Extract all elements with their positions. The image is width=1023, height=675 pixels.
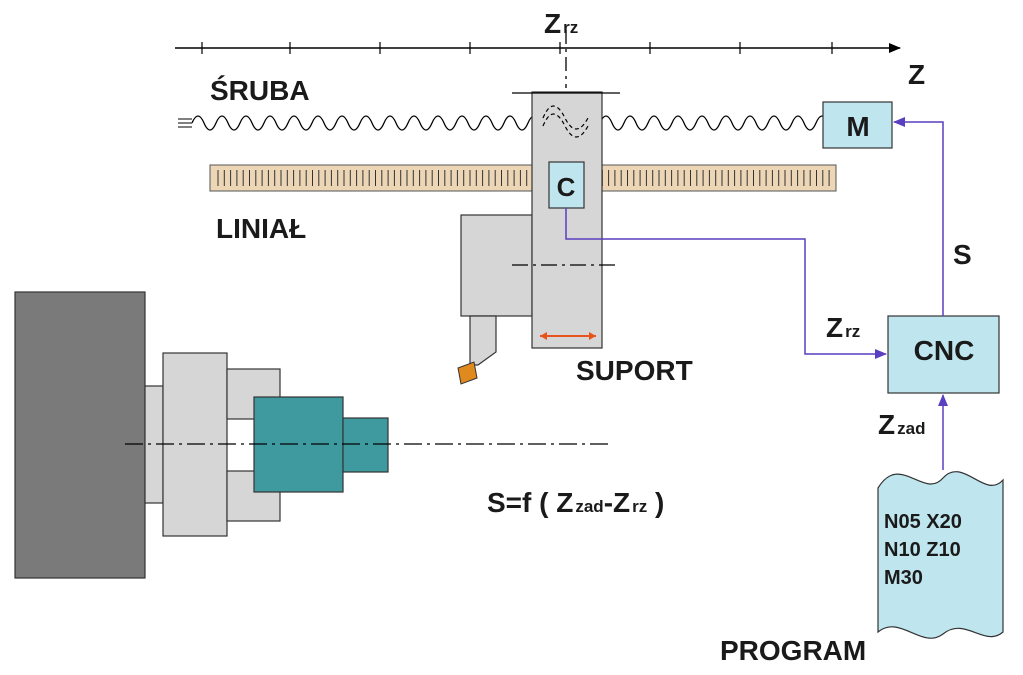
- cnc-label: CNC: [914, 335, 975, 366]
- carriage-label: SUPORT: [576, 355, 693, 386]
- program-line-2: N10 Z10: [884, 539, 961, 561]
- control-line-s: [893, 117, 944, 316]
- feedback-line-zrz: [565, 208, 887, 359]
- program-label: PROGRAM: [720, 635, 866, 666]
- motor-label: M: [846, 111, 869, 142]
- screw-label: ŚRUBA: [210, 75, 310, 106]
- tool-shank: [469, 315, 497, 366]
- workpiece-end: [342, 417, 389, 473]
- carriage-body: [531, 91, 603, 349]
- scale-label: LINIAŁ: [216, 213, 306, 244]
- linear-scale: LINIAŁ: [209, 164, 837, 244]
- sensor-block: C: [548, 161, 585, 209]
- program-line-3: M30: [884, 567, 923, 589]
- cutting-insert-icon: [457, 361, 478, 385]
- carriage: SUPORT: [457, 91, 693, 386]
- z-axis-label: Z: [908, 59, 925, 90]
- cnc-controller: CNC: [887, 315, 1000, 394]
- signal-s-label: S: [953, 239, 972, 270]
- screw-thread: [191, 115, 829, 131]
- motor-block: M: [822, 101, 893, 149]
- program-tape: N05 X20 N10 Z10 M30 PROGRAM: [720, 471, 1004, 666]
- lathe-spindle: [14, 291, 610, 579]
- z-axis-ticks: [201, 42, 833, 54]
- sensor-label: C: [557, 172, 576, 202]
- signal-lines: [565, 117, 948, 470]
- workpiece-main: [253, 396, 344, 493]
- headstock: [14, 291, 146, 579]
- lead-screw: ŚRUBA: [178, 75, 829, 131]
- program-line-1: N05 X20: [884, 511, 962, 533]
